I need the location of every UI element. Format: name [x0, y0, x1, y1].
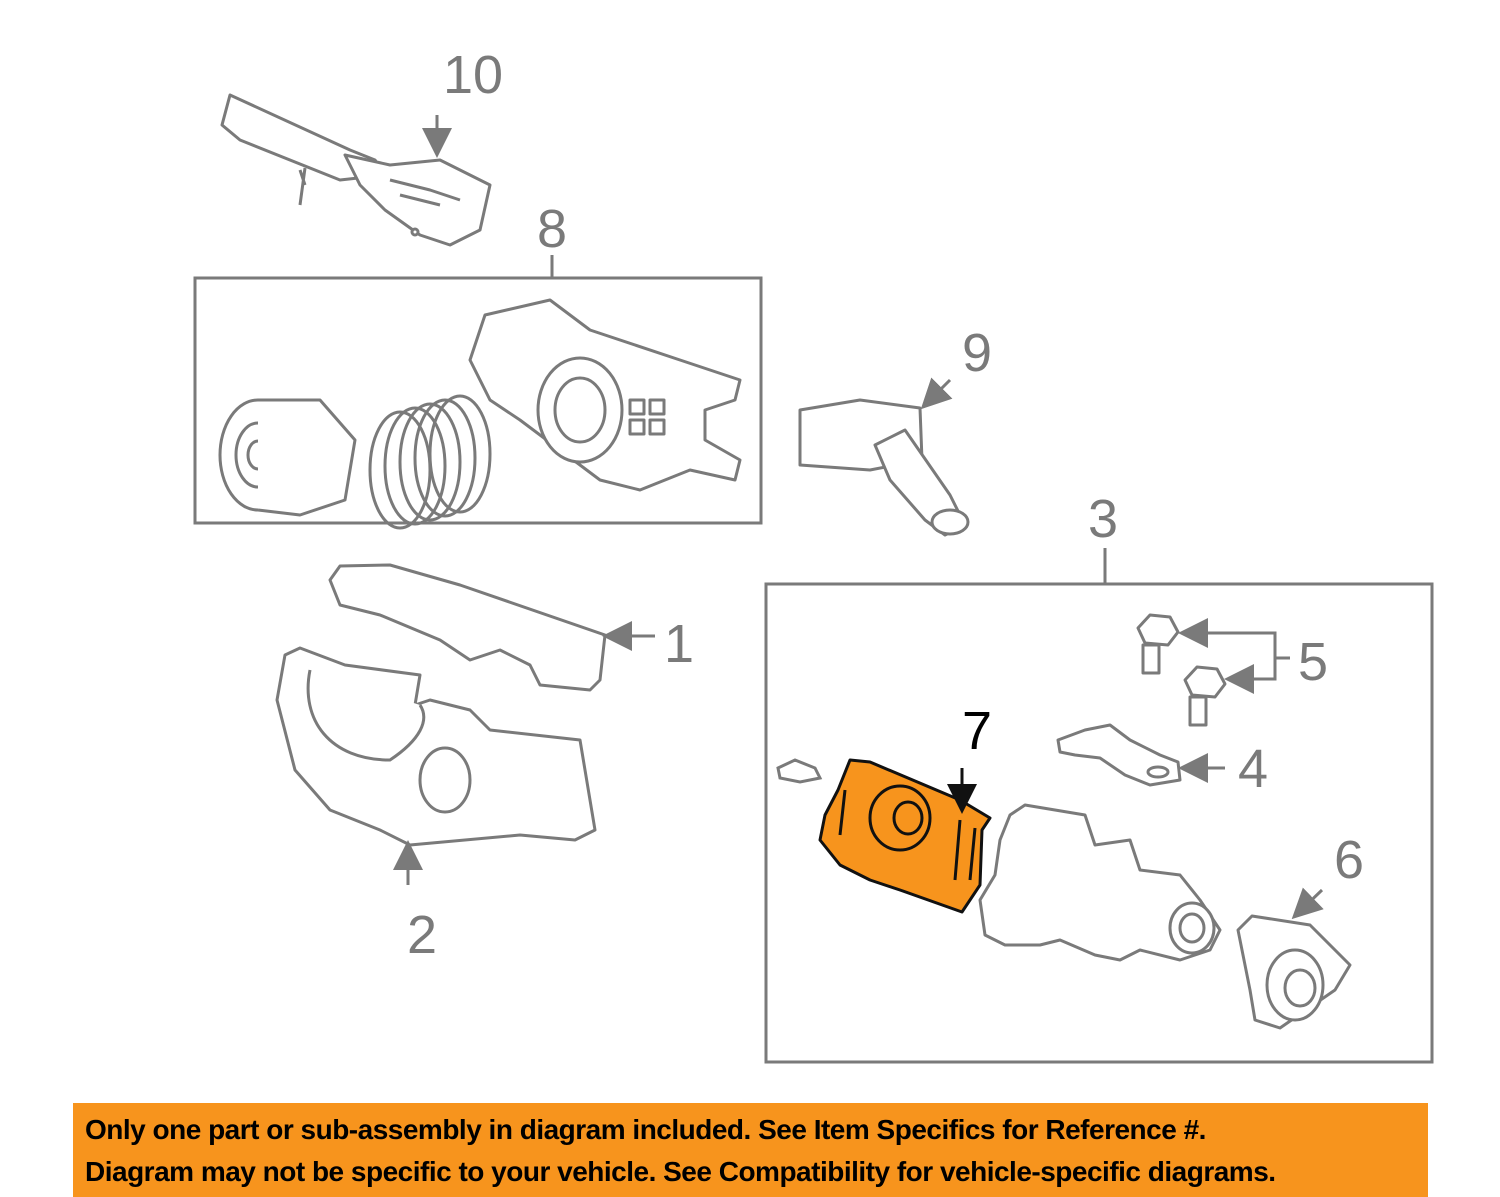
part-9-wiper-switch [798, 398, 970, 537]
part-10-lever-switch [220, 93, 492, 247]
callout-5: 5 [1298, 632, 1329, 692]
disclaimer-banner: Only one part or sub-assembly in diagram… [73, 1103, 1428, 1197]
steering-lock-body [978, 803, 1222, 962]
part-8-components [218, 298, 742, 530]
callout-8: 8 [537, 199, 568, 259]
part-5-bolts [1136, 613, 1227, 727]
callout-1: 1 [664, 614, 695, 674]
assembly-box-8 [193, 276, 763, 525]
assembly-box-3 [764, 582, 1434, 1064]
callout-2: 2 [407, 905, 438, 965]
callout-10: 10 [443, 45, 504, 105]
part-1-upper-cover [328, 563, 607, 692]
part-7-ignition-switch-highlighted [818, 758, 992, 914]
part-4-bracket [1056, 723, 1182, 787]
part-2-lower-cover [275, 646, 597, 847]
callout-9: 9 [962, 323, 993, 383]
arrow-9 [920, 377, 953, 410]
disclaimer-line-1: Only one part or sub-assembly in diagram… [85, 1114, 1206, 1145]
arrow-6 [1291, 887, 1324, 920]
callout-4: 4 [1238, 739, 1269, 799]
part-6-key-cylinder [1236, 914, 1352, 1030]
callout-7: 7 [962, 701, 993, 761]
disclaimer-line-2: Diagram may not be specific to your vehi… [85, 1156, 1276, 1187]
callout-6: 6 [1334, 830, 1365, 890]
parts-diagram: 10 8 9 3 1 5 7 4 6 2 [193, 45, 1434, 1064]
connector-pin [776, 758, 823, 784]
callout-3: 3 [1088, 489, 1119, 549]
